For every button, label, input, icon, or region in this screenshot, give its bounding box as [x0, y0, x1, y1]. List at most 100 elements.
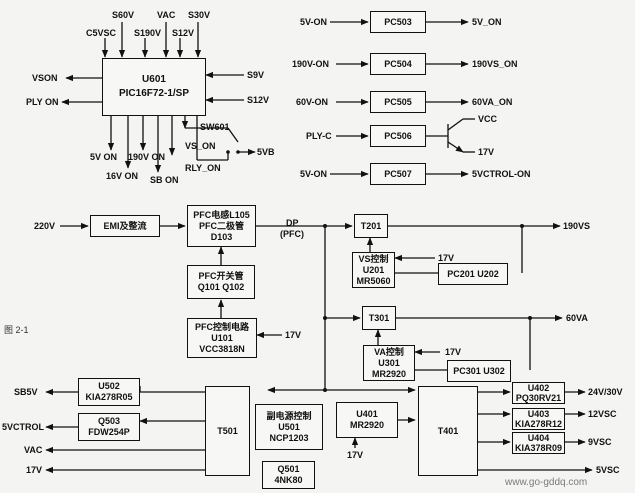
opto-pc503-name: PC503	[384, 16, 412, 27]
va-ctrl-line3: MR2920	[371, 368, 407, 379]
pin-s60v: S60V	[112, 10, 135, 20]
u402-line2: PQ30RV21	[515, 393, 562, 403]
out-17v: 17V	[26, 465, 43, 475]
u502-line1: U502	[98, 381, 120, 391]
watermark-text: www.go-gddq.com	[505, 477, 588, 488]
input-220v: 220V	[34, 221, 56, 231]
opto-pc504-name: PC504	[384, 58, 412, 69]
va-ctrl-line1: VA控制	[374, 346, 404, 357]
u502-block: U502 KIA278R05	[78, 378, 140, 406]
out-sb5v: SB5V	[14, 387, 38, 397]
opto-pc506-vcc: VCC	[478, 114, 498, 124]
q501-block: Q501 4NK80	[262, 461, 315, 489]
pin-s30v: S30V	[188, 10, 211, 20]
opto-pc506-17v: 17V	[478, 147, 495, 157]
pin-190v-on: 190V ON	[128, 152, 166, 162]
pfc-line1: PFC电感L105	[193, 209, 250, 220]
pfc-control-block: PFC控制电路 U101 VCC3818N	[187, 318, 257, 358]
t301-label: T301	[368, 312, 390, 323]
pfc-switch-line1: PFC开关管	[198, 271, 244, 281]
opto-pc505-box: PC505	[370, 91, 426, 113]
pfc-ctrl-line2: U101	[211, 332, 233, 343]
opto-pc507-in: 5V-ON	[300, 169, 328, 179]
opto-pc506-in: PLY-C	[306, 131, 332, 141]
u501-block: 副电源控制 U501 NCP1203	[255, 404, 323, 450]
pin-16v-on: 16V ON	[106, 171, 139, 181]
vs-ctrl-line1: VS控制	[358, 253, 389, 264]
pin-sb-on: SB ON	[150, 175, 179, 185]
pfc-ctrl-17v: 17V	[285, 330, 302, 340]
q501-line1: Q501	[277, 464, 300, 474]
u501-line1: 副电源控制	[266, 410, 312, 421]
pfc-ctrl-line3: VCC3818N	[199, 343, 245, 354]
opto-pc506-name: PC506	[384, 130, 412, 141]
u401-block: U401 MR2920	[336, 402, 398, 438]
pfc-line2: PFC二极管	[198, 220, 244, 231]
opto-pc506-box: PC506	[370, 125, 426, 147]
pfc-switch-line2: Q101 Q102	[197, 282, 245, 292]
pc201-block: PC201 U202	[438, 263, 508, 285]
u502-line2: KIA278R05	[85, 392, 133, 402]
out-12vsc: 12VSC	[588, 409, 617, 419]
u402-line1: U402	[527, 383, 550, 393]
t501-label: T501	[217, 425, 238, 436]
figure-label: 图 2-1	[4, 325, 29, 335]
u404-line2: KIA378R09	[514, 443, 563, 453]
u403-line2: KIA278R12	[514, 419, 563, 429]
opto-pc503-box: PC503	[370, 11, 426, 33]
t501-block: T501	[205, 386, 250, 476]
vs-ctrl-line3: MR5060	[356, 275, 391, 286]
out-24v-30v: 24V/30V	[588, 387, 623, 397]
opto-pc505-in: 60V-ON	[296, 97, 329, 107]
opto-pc507-out: 5VCTROL-ON	[472, 169, 531, 179]
q503-line2: FDW254P	[88, 427, 130, 437]
opto-pc504-box: PC504	[370, 53, 426, 75]
pin-5v-on: 5V ON	[90, 152, 118, 162]
out-60va: 60VA	[566, 313, 588, 323]
vs-ctrl-line2: U201	[362, 264, 385, 275]
t301-block: T301	[362, 306, 396, 330]
u404-line1: U404	[527, 433, 550, 443]
mcu-name: U601	[142, 74, 166, 85]
switch-out-5vb: 5VB	[257, 147, 275, 157]
pin-s12v-right: S12V	[247, 95, 270, 105]
u401-17v: 17V	[347, 450, 364, 460]
u401-line1: U401	[356, 409, 378, 419]
pc201-label: PC201 U202	[447, 268, 499, 279]
opto-pc507-name: PC507	[384, 168, 412, 179]
pin-ply-on: PLY ON	[26, 97, 59, 107]
emi-label: EMI及整流	[103, 220, 147, 231]
out-5vctrol: 5VCTROL	[2, 422, 45, 432]
out-190vs: 190VS	[563, 221, 591, 231]
q503-block: Q503 FDW254P	[78, 413, 140, 441]
u402-block: U402 PQ30RV21	[512, 382, 565, 404]
label-pfc-node: (PFC)	[280, 229, 304, 239]
opto-pc507-box: PC507	[370, 163, 426, 185]
opto-pc505-name: PC505	[384, 96, 412, 107]
pfc-line3: D103	[210, 231, 233, 242]
pin-s12v-top: S12V	[172, 28, 195, 38]
pin-s9v: S9V	[247, 70, 265, 80]
t201-block: T201	[354, 214, 388, 238]
t201-label: T201	[360, 220, 382, 231]
pin-vs-on: VS_ON	[185, 141, 216, 151]
vs-17v: 17V	[438, 253, 455, 263]
va-control-block: VA控制 U301 MR2920	[363, 345, 415, 381]
u501-line3: NCP1203	[269, 432, 309, 443]
out-9vsc: 9VSC	[588, 437, 612, 447]
emi-block: EMI及整流	[90, 215, 160, 237]
va-ctrl-line2: U301	[378, 357, 400, 368]
out-5vsc: 5VSC	[596, 465, 620, 475]
u404-block: U404 KIA378R09	[512, 432, 565, 454]
pc301-label: PC301 U302	[453, 365, 505, 376]
va-17v: 17V	[445, 347, 462, 357]
pin-s190v: S190V	[134, 28, 162, 38]
vs-control-block: VS控制 U201 MR5060	[352, 252, 395, 288]
opto-pc503-in: 5V-ON	[300, 17, 328, 27]
pin-rly-on: RLY_ON	[185, 163, 221, 173]
pfc-ctrl-line1: PFC控制电路	[194, 321, 249, 332]
u501-line2: U501	[278, 421, 300, 432]
t401-block: T401	[418, 386, 478, 476]
